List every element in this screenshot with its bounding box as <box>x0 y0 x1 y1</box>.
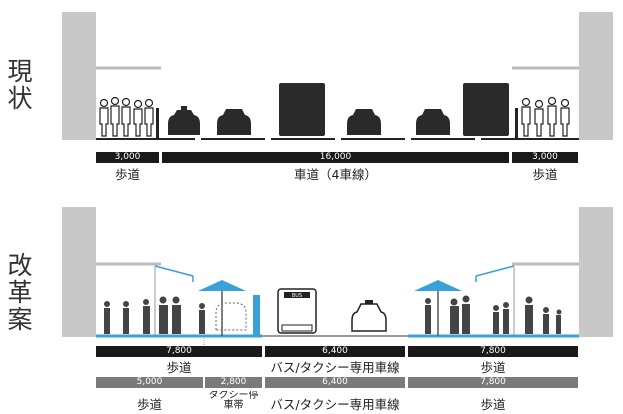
bus-stop-sign <box>253 295 260 335</box>
dim-bar-proposed-r1-bus: 6,400 <box>265 346 405 357</box>
building-left-proposed <box>62 207 96 337</box>
car-3-current <box>347 109 381 135</box>
dim-bar-proposed-r2-taxi: 2,800 <box>205 377 262 388</box>
dim-bar-proposed-r2-bus: 6,400 <box>265 377 405 388</box>
dim-bar-current-right: 3,000 <box>512 152 578 163</box>
dim-bar-proposed-r1-right: 7,800 <box>408 346 578 357</box>
taxi-car-proposed <box>351 300 387 332</box>
post-left-current <box>156 108 159 138</box>
label-proposed-r1-right: 歩道 <box>480 360 506 375</box>
label-proposed-r1-left: 歩道 <box>166 360 192 375</box>
label-current-sidewalk-left: 歩道 <box>114 167 140 182</box>
taxi-outline <box>215 302 247 331</box>
label-proposed-r1-bus: バス/タクシー専用車線 <box>270 360 400 375</box>
umbrella-right <box>414 280 462 336</box>
label-current-sidewalk-right: 歩道 <box>532 167 558 182</box>
current-label-text: 現状 <box>7 57 33 113</box>
building-right-proposed <box>579 207 613 337</box>
building-right-current <box>579 12 613 140</box>
car-1-current <box>168 106 200 135</box>
proposed-label-text: 改革案 <box>7 251 33 334</box>
proposed-section-label: 改革案 <box>6 252 34 333</box>
car-4-current <box>416 109 450 135</box>
dim-bar-proposed-r2-sidewalk: 5,000 <box>96 377 203 388</box>
pedestrians-right-current <box>521 96 570 137</box>
truck-2-current <box>463 83 509 136</box>
label-proposed-r2-bus: バス/タクシー専用車線 <box>270 397 400 412</box>
label-proposed-r2-taxi: タクシー停車帯 <box>208 391 259 411</box>
pedestrians-right-proposed <box>425 295 562 334</box>
label-current-road: 車道（4車線） <box>294 167 377 182</box>
bus-sign-text: BUS <box>292 293 302 299</box>
canopy-lines-proposed <box>154 265 515 282</box>
building-left-current <box>62 12 96 140</box>
post-right-current <box>515 108 518 138</box>
label-proposed-r2-right: 歩道 <box>480 397 506 412</box>
dim-bar-proposed-r1-left: 7,800 <box>96 346 262 357</box>
dim-bar-current-left: 3,000 <box>96 152 159 163</box>
pedestrians-left-current <box>99 96 154 137</box>
dim-bar-proposed-r2-right: 7,800 <box>408 377 578 388</box>
vehicles-current <box>168 83 509 136</box>
dim-bar-current-road: 16,000 <box>162 152 509 163</box>
current-section-label: 現状 <box>6 58 34 112</box>
truck-1-current <box>279 83 325 136</box>
car-2-current <box>217 109 251 135</box>
pedestrians-left-proposed <box>104 296 205 334</box>
umbrella-left <box>198 280 246 336</box>
bus-proposed: BUS <box>277 288 317 334</box>
label-proposed-r2-sidewalk: 歩道 <box>136 397 162 412</box>
